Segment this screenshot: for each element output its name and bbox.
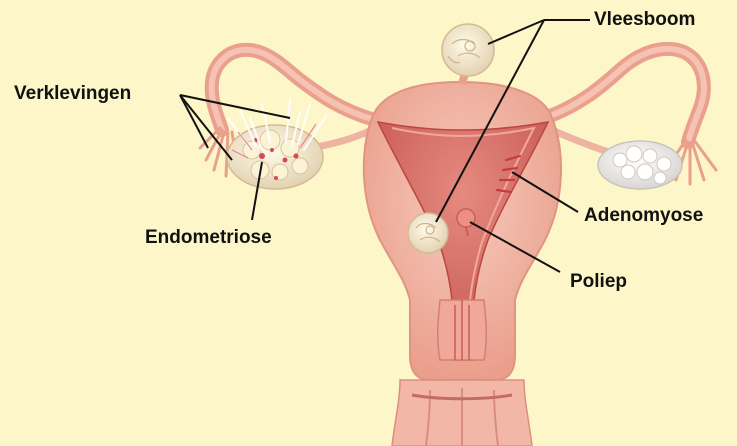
label-verklevingen: Verklevingen [14, 84, 131, 103]
label-endometriose: Endometriose [145, 228, 272, 247]
label-adenomyose: Adenomyose [584, 206, 703, 225]
label-vleesboom: Vleesboom [594, 10, 695, 29]
right-ovary [598, 141, 682, 189]
fibroid-cavity [408, 213, 448, 253]
vagina [392, 380, 532, 446]
label-poliep: Poliep [570, 272, 627, 291]
cervix [438, 300, 487, 360]
